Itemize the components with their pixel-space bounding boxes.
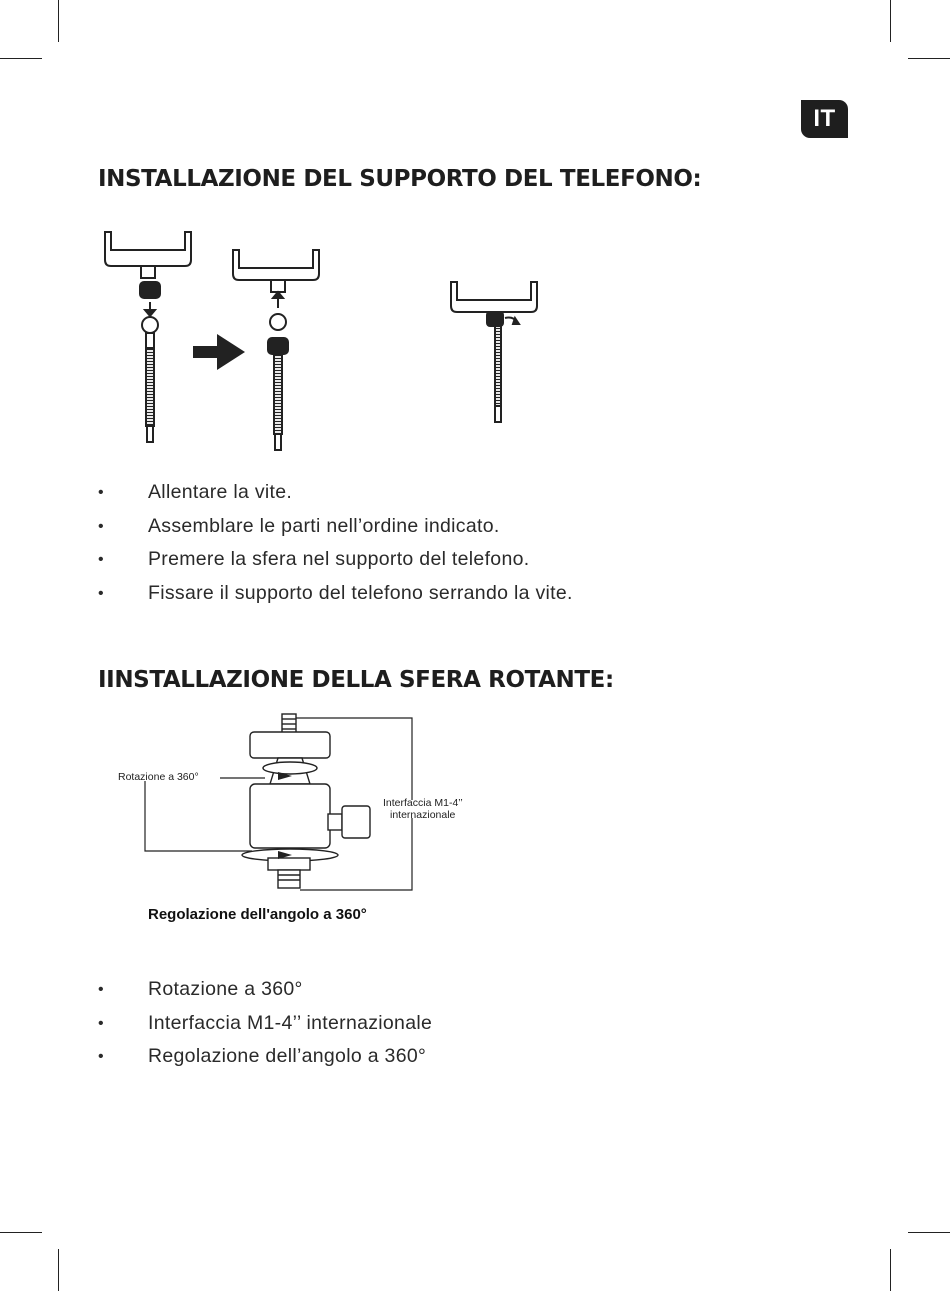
ball-head-diagram: [144, 713, 413, 891]
list-item: •Interfaccia M1-4’’ internazionale: [98, 1011, 433, 1034]
crop-mark: [890, 1249, 891, 1291]
list-item: •Rotazione a 360°: [98, 978, 303, 1000]
crop-mark: [908, 58, 950, 59]
rotation-arrow-icon: [278, 851, 292, 859]
crop-mark: [890, 0, 891, 42]
list-item: •Assemblare le parti nell’ordine indicat…: [98, 514, 500, 537]
phone-holder-steps: •Allentare la vite. •Assemblare le parti…: [98, 476, 573, 610]
list-item: •Allentare la vite.: [98, 481, 293, 503]
label-interface-line1: Interfaccia M1-4’’: [383, 797, 463, 809]
crop-mark: [58, 1249, 59, 1291]
list-item: •Fissare il supporto del telefono serran…: [98, 581, 573, 604]
ball-head-features: •Rotazione a 360° •Interfaccia M1-4’’ in…: [98, 973, 432, 1074]
label-interface-line2: internazionale: [390, 809, 456, 821]
label-rotation: Rotazione a 360°: [118, 771, 199, 783]
phone-holder-illustration: [104, 231, 538, 451]
rotation-arrow-icon: [278, 772, 292, 780]
language-tab: IT: [801, 100, 848, 138]
crop-mark: [908, 1232, 950, 1233]
section-heading-rotating-ball: IINSTALLAZIONE DELLA SFERA ROTANTE:: [98, 667, 614, 693]
crop-mark: [58, 0, 59, 42]
list-item: •Regolazione dell’angolo a 360°: [98, 1045, 427, 1068]
crop-mark: [0, 1232, 42, 1233]
crop-mark: [0, 58, 42, 59]
list-item: •Premere la sfera nel supporto del telef…: [98, 548, 530, 571]
section-heading-phone-holder: INSTALLAZIONE DEL SUPPORTO DEL TELEFONO:: [98, 166, 702, 192]
arrow-icon: [193, 334, 245, 370]
diagram-caption: Regolazione dell'angolo a 360°: [148, 906, 367, 923]
